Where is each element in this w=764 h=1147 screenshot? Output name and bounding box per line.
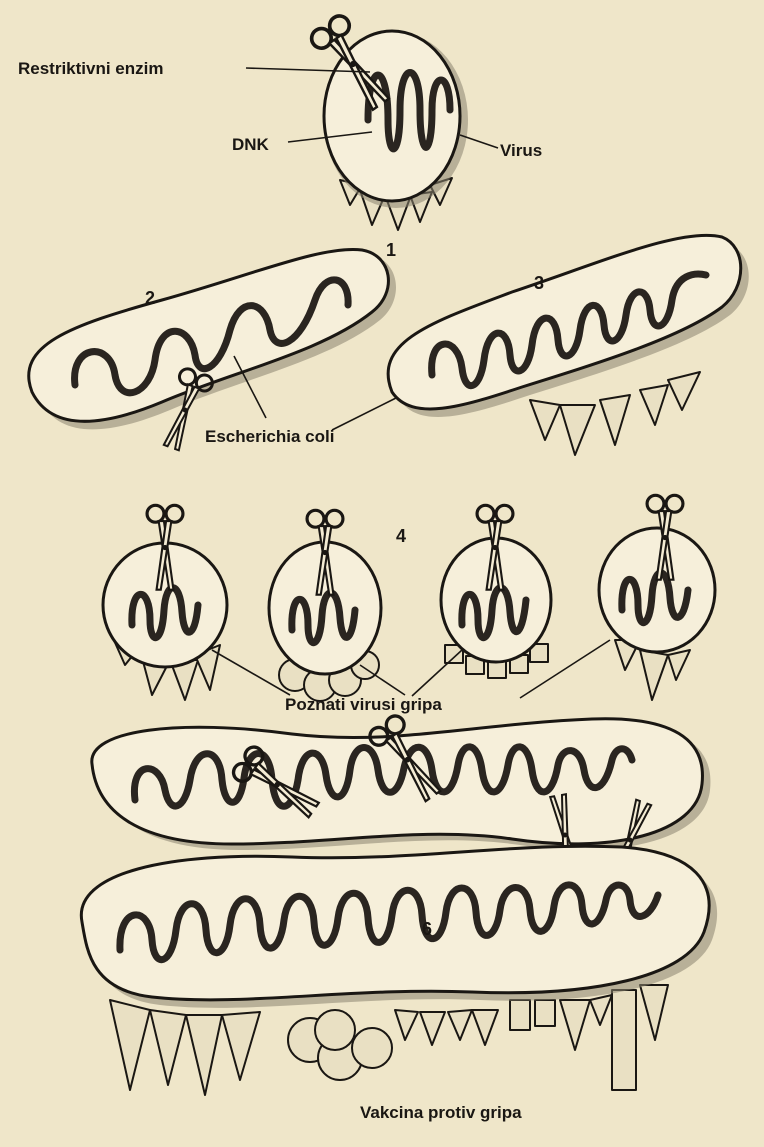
step-number-1: 1: [386, 240, 396, 260]
label-ecoli: Escherichia coli: [205, 427, 334, 446]
step-number-4: 4: [396, 526, 406, 546]
step-number-6: 6: [422, 919, 432, 939]
flu-virus-d: [599, 495, 715, 700]
flu-virus-c: [441, 505, 551, 678]
label-vaccine: Vakcina protiv gripa: [360, 1103, 522, 1122]
panel-3-ecoli-expressing: 3: [332, 235, 749, 455]
label-dna: DNK: [232, 135, 270, 154]
step-number-3: 3: [534, 273, 544, 293]
panel-4-flu-viruses: 4: [103, 495, 715, 701]
step-number-2: 2: [145, 288, 155, 308]
panel-6-vaccine-cell: 6: [81, 846, 717, 1095]
panel-2-ecoli: 2: [29, 249, 396, 453]
ecoli-cell: [29, 249, 389, 421]
label-virus: Virus: [500, 141, 542, 160]
label-flu-viruses: Poznati virusi gripa: [285, 695, 442, 714]
flu-virus-a: [103, 505, 227, 700]
label-restriction-enzyme: Restriktivni enzim: [18, 59, 164, 78]
flu-virus-b: [269, 510, 381, 701]
panel-1-virus: Restriktivni enzim DNK Virus 1: [18, 12, 542, 260]
